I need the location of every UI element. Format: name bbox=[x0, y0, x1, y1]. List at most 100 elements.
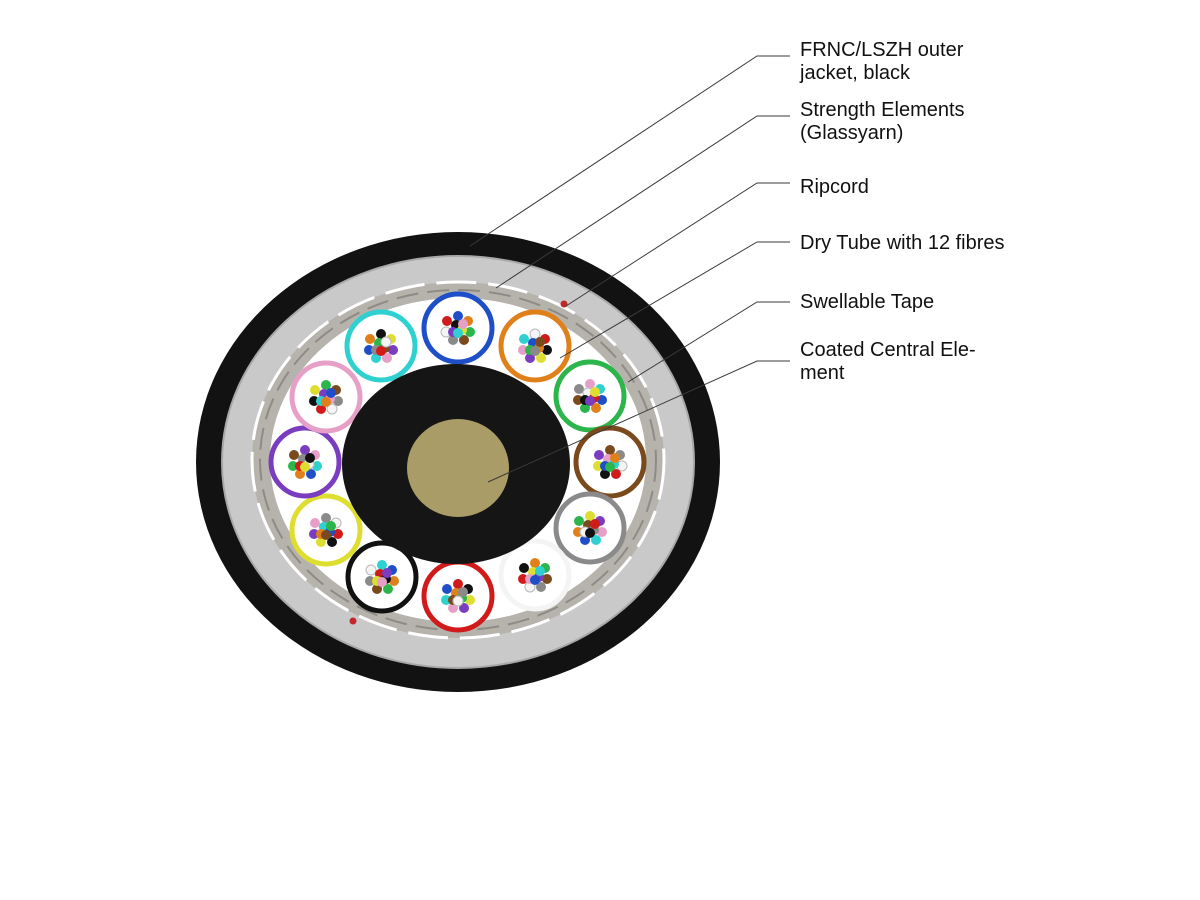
fibre bbox=[525, 353, 535, 363]
fibre bbox=[376, 329, 386, 339]
fibre bbox=[365, 564, 377, 576]
fibre bbox=[326, 403, 338, 415]
fibre bbox=[327, 537, 337, 547]
fibre bbox=[452, 595, 464, 607]
fibre bbox=[453, 328, 463, 338]
fibre bbox=[376, 346, 386, 356]
fibre bbox=[310, 518, 320, 528]
fibre bbox=[530, 558, 540, 568]
fibre bbox=[465, 327, 475, 337]
cable-cross-section bbox=[196, 232, 720, 692]
fibre bbox=[574, 516, 584, 526]
dry-tube bbox=[289, 493, 363, 567]
strength-elements-edge bbox=[221, 255, 695, 669]
callout-label: Dry Tube with 12 fibres bbox=[800, 232, 1005, 254]
fibre bbox=[377, 577, 387, 587]
fibre bbox=[389, 576, 399, 586]
callout-label: ment bbox=[800, 362, 845, 384]
fibre bbox=[364, 345, 374, 355]
fibre bbox=[459, 335, 469, 345]
fibre bbox=[610, 453, 620, 463]
callout-label: Coated Central Ele- bbox=[800, 339, 976, 361]
fibre bbox=[611, 469, 621, 479]
fibre bbox=[519, 334, 529, 344]
fibre bbox=[377, 560, 387, 570]
fibre bbox=[442, 584, 452, 594]
fibre bbox=[300, 462, 310, 472]
fibre bbox=[289, 450, 299, 460]
fibre bbox=[365, 576, 375, 586]
fibre bbox=[535, 337, 545, 347]
dry-tube bbox=[421, 559, 495, 633]
fibre bbox=[580, 535, 590, 545]
fibre bbox=[321, 397, 331, 407]
fibre bbox=[605, 445, 615, 455]
fibre bbox=[321, 380, 331, 390]
dry-tube bbox=[553, 359, 627, 433]
dry-tube bbox=[421, 291, 495, 365]
fibre bbox=[333, 396, 343, 406]
dry-tube bbox=[498, 309, 572, 383]
fibre bbox=[372, 584, 382, 594]
fibre bbox=[542, 345, 552, 355]
fibre bbox=[458, 587, 468, 597]
fibre bbox=[585, 511, 595, 521]
fibre bbox=[288, 461, 298, 471]
fibre bbox=[580, 403, 590, 413]
fibre bbox=[321, 513, 331, 523]
fibre bbox=[382, 353, 392, 363]
fibre bbox=[518, 345, 528, 355]
callout-label: Ripcord bbox=[800, 176, 869, 198]
fibre bbox=[388, 345, 398, 355]
fibre bbox=[382, 568, 392, 578]
fibre bbox=[530, 575, 540, 585]
fibre bbox=[295, 469, 305, 479]
fibre bbox=[305, 453, 315, 463]
fibre bbox=[597, 527, 607, 537]
fibre bbox=[585, 396, 595, 406]
fibre bbox=[326, 521, 336, 531]
dry-tube bbox=[345, 540, 419, 614]
callout-leader-line bbox=[487, 360, 790, 483]
fibre bbox=[465, 595, 475, 605]
callout-label: FRNC/LSZH outer bbox=[800, 39, 964, 61]
fibre bbox=[590, 387, 600, 397]
fibre bbox=[453, 311, 463, 321]
callout-leader-line bbox=[495, 115, 790, 289]
fibre bbox=[600, 469, 610, 479]
fibre bbox=[316, 537, 326, 547]
fibre bbox=[309, 396, 319, 406]
dry-tube bbox=[553, 491, 627, 565]
callout-label: jacket, black bbox=[799, 62, 911, 84]
callout-leader-line bbox=[627, 301, 790, 383]
dry-tube bbox=[344, 309, 418, 383]
fibre bbox=[573, 395, 583, 405]
fibre bbox=[542, 574, 552, 584]
fibre bbox=[458, 319, 468, 329]
fibre bbox=[597, 395, 607, 405]
fibre bbox=[453, 579, 463, 589]
fibre bbox=[536, 582, 546, 592]
fibre bbox=[333, 529, 343, 539]
fibre bbox=[574, 384, 584, 394]
fibre bbox=[518, 574, 528, 584]
swellable-tape-seam bbox=[250, 280, 666, 640]
ripcord-second bbox=[349, 617, 357, 625]
fibre bbox=[383, 584, 393, 594]
dry-tube bbox=[268, 425, 342, 499]
ripcord bbox=[560, 300, 568, 308]
fibre bbox=[459, 603, 469, 613]
fibre bbox=[300, 445, 310, 455]
callout-leader-line bbox=[469, 55, 790, 247]
fibre bbox=[309, 529, 319, 539]
callout-label: Strength Elements bbox=[800, 99, 965, 121]
fibre bbox=[591, 535, 601, 545]
fibre bbox=[380, 336, 392, 348]
dry-tube bbox=[289, 360, 363, 434]
fibre bbox=[585, 379, 595, 389]
fibre bbox=[593, 461, 603, 471]
fibre bbox=[371, 353, 381, 363]
fibre bbox=[316, 404, 326, 414]
